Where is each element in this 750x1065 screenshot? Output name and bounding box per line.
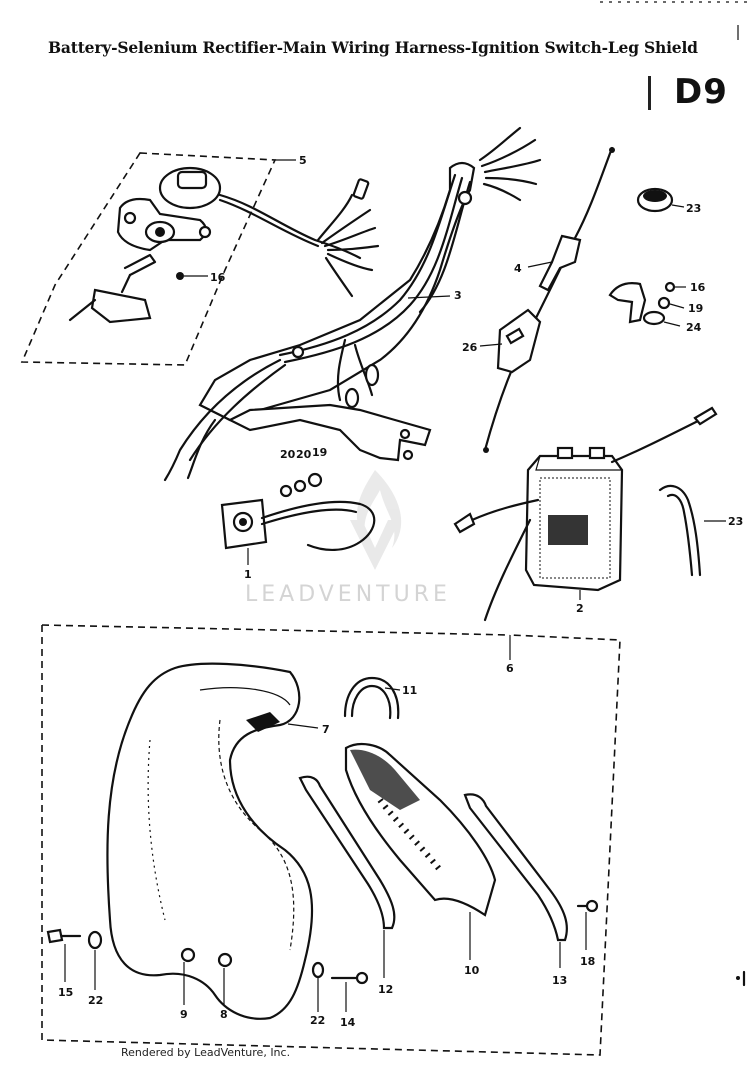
- callout-16: 16: [690, 281, 706, 294]
- code-bracket: [648, 76, 651, 110]
- callout-9: 9: [180, 1008, 188, 1021]
- callout-15: 15: [58, 986, 73, 999]
- callout-1: 1: [244, 568, 252, 581]
- callout-24: 24: [686, 321, 702, 334]
- callout-labels: 5 16 3 4 26 23 16 19 24 20 20 19 1 2 23 …: [58, 154, 743, 1029]
- callout-7: 7: [322, 723, 330, 736]
- footer-credit: Rendered by LeadVenture, Inc.: [121, 1046, 291, 1059]
- callout-20: 20: [296, 448, 312, 461]
- callout-21: 20: [280, 448, 296, 461]
- rectifier-group: [479, 146, 615, 453]
- callout-10: 10: [464, 964, 480, 977]
- watermark-logo: [350, 470, 402, 570]
- callout-11: 11: [402, 684, 417, 697]
- callout-26: 26: [462, 341, 478, 354]
- callout-3: 3: [454, 289, 462, 302]
- callout-22-bottom: 22: [310, 1014, 325, 1027]
- ignition-switch-group: [20, 152, 380, 366]
- callout-5: 5: [299, 154, 307, 167]
- callout-2: 2: [576, 602, 584, 615]
- corner-marks: [600, 1, 748, 40]
- upper-right-parts: [608, 187, 686, 327]
- callout-13: 13: [552, 974, 567, 987]
- callout-12: 12: [378, 983, 393, 996]
- battery-group: [453, 406, 718, 622]
- page-code: D9: [674, 72, 728, 112]
- callout-23-right: 23: [728, 515, 743, 528]
- watermark-text: LEADVENTURE: [245, 582, 451, 607]
- callout-14: 14: [340, 1016, 356, 1029]
- callout-22-left: 22: [88, 994, 103, 1007]
- leg-shield-group: [41, 624, 621, 1056]
- callout-8: 8: [220, 1008, 228, 1021]
- callout-23-top: 23: [686, 202, 701, 215]
- edge-mark: [736, 970, 746, 987]
- socket-wire-group: [220, 472, 376, 565]
- callout-20-right: 19: [688, 302, 703, 315]
- callout-6: 6: [506, 662, 514, 675]
- callout-18: 18: [580, 955, 595, 968]
- main-harness-group: [163, 126, 542, 482]
- diagram-title: Battery-Selenium Rectifier-Main Wiring H…: [48, 38, 698, 57]
- callout-17: 16: [210, 271, 226, 284]
- callout-4: 4: [514, 262, 522, 275]
- ground-wire: [658, 484, 726, 577]
- callout-19: 19: [312, 446, 327, 459]
